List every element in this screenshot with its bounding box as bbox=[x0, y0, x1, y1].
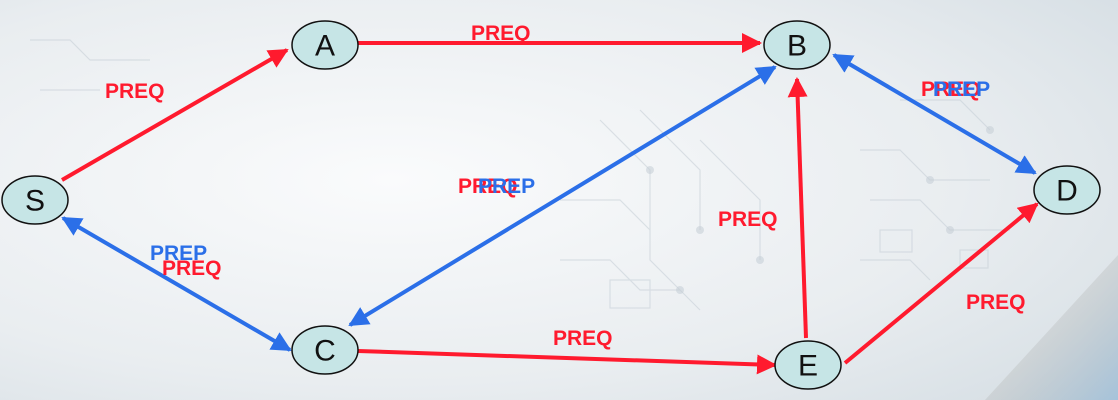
edge-label-e-b-preq: PREQ bbox=[718, 208, 778, 231]
node-label: C bbox=[314, 335, 336, 368]
edge-e-b bbox=[787, 77, 808, 339]
node-ellipse bbox=[291, 20, 359, 70]
node-b: B bbox=[763, 20, 831, 70]
edge-b-d bbox=[832, 53, 1037, 175]
edge-s-a bbox=[60, 48, 289, 182]
node-label: S bbox=[25, 185, 45, 218]
edge-label-s-c-preq: PREQ bbox=[162, 257, 222, 280]
edge-label-b-d-prep: PREP bbox=[933, 78, 990, 101]
node-ellipse bbox=[1033, 165, 1101, 215]
edge-labels-layer: PREQPREQPREQPREPPREQPREPPREPPREQPREQPREQ… bbox=[105, 22, 1026, 350]
node-ellipse bbox=[1, 175, 69, 225]
node-ellipse bbox=[291, 325, 359, 375]
node-e: E bbox=[774, 340, 842, 390]
edges-layer bbox=[60, 33, 1039, 375]
edge-label-s-a-preq: PREQ bbox=[105, 80, 165, 103]
node-a: A bbox=[291, 20, 359, 70]
node-ellipse bbox=[763, 20, 831, 70]
node-s: S bbox=[1, 175, 69, 225]
edge-label-e-d-preq: PREQ bbox=[966, 291, 1026, 314]
edge-label-b-c-prep: PREP bbox=[478, 175, 535, 198]
node-label: B bbox=[787, 30, 807, 63]
node-label: E bbox=[798, 350, 818, 383]
node-ellipse bbox=[774, 340, 842, 390]
edge-label-a-b-preq: PREQ bbox=[471, 22, 531, 45]
node-label: A bbox=[315, 30, 335, 63]
edge-s-c bbox=[61, 216, 292, 352]
node-c: C bbox=[291, 325, 359, 375]
node-label: D bbox=[1056, 175, 1078, 208]
edge-label-b-d-preq: PREQ bbox=[921, 78, 981, 101]
edge-label-b-c-preq: PREQ bbox=[458, 175, 518, 198]
edge-c-e bbox=[357, 349, 777, 375]
nodes-layer: S A B C D E bbox=[1, 20, 1101, 390]
edge-label-s-c-prep: PREP bbox=[150, 242, 207, 265]
edge-e-d bbox=[843, 202, 1039, 365]
edge-label-c-e-preq: PREQ bbox=[553, 327, 613, 350]
node-d: D bbox=[1033, 165, 1101, 215]
edge-b-c bbox=[348, 65, 777, 327]
